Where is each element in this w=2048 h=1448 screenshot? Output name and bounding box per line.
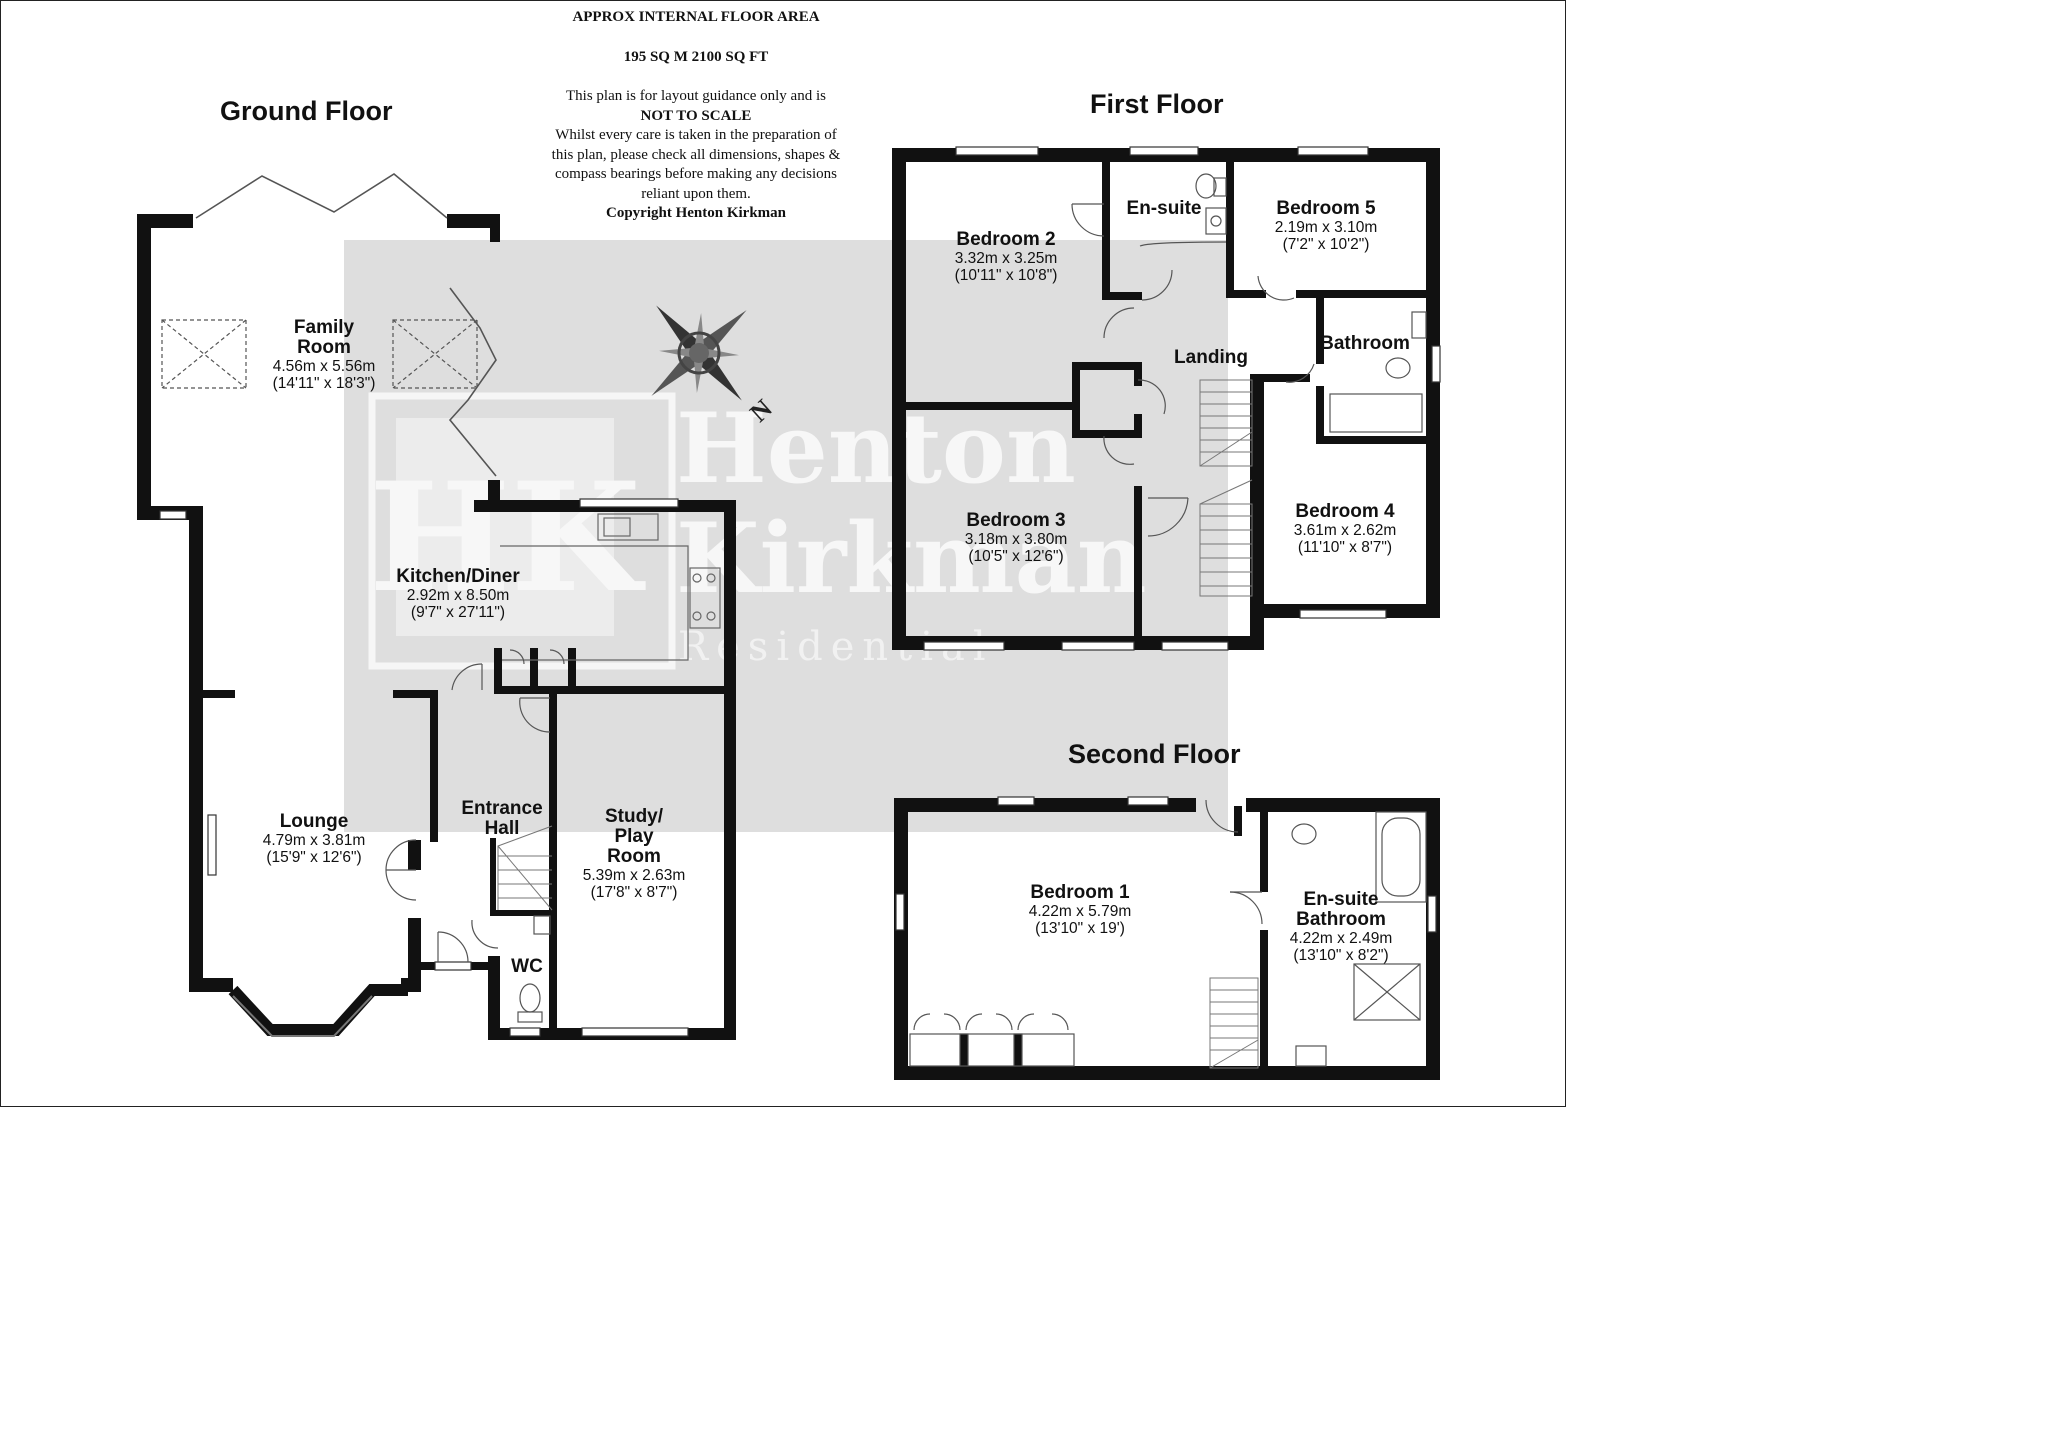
lounge-bay-window (228, 984, 408, 1036)
room-bedroom-1: Bedroom 1 4.22m x 5.79m (13'10" x 19') (1028, 882, 1132, 938)
disclaimer-line-1: This plan is for layout guidance only an… (566, 88, 826, 104)
second-floor-windows (895, 796, 1437, 933)
ground-floor-title: Ground Floor (220, 96, 393, 126)
ground-staircase (497, 825, 553, 911)
first-floor-windows (923, 146, 1441, 651)
room-bedroom-3: Bedroom 3 3.18m x 3.80m (10'5" x 12'6") (964, 510, 1068, 566)
kitchen-worktop (500, 513, 721, 661)
room-bedroom-4: Bedroom 4 3.61m x 2.62m (11'10" x 8'7") (1293, 501, 1397, 557)
room-bedroom-5: Bedroom 5 2.19m x 3.10m (7'2" x 10'2") (1274, 198, 1378, 254)
room-study: Study/ Play Room 5.39m x 2.63m (17'8" x … (582, 806, 686, 902)
area-title: APPROX INTERNAL FLOOR AREA (572, 9, 820, 25)
room-family: Family Room 4.56m x 5.56m (14'11" x 18'3… (272, 317, 376, 393)
watermark-logo-frame (368, 392, 676, 670)
first-floor-bathroom-fittings (1195, 173, 1427, 433)
room-bedroom-2: Bedroom 2 3.32m x 3.25m (10'11" x 10'8") (954, 229, 1058, 285)
not-to-scale: NOT TO SCALE (640, 107, 752, 124)
disclaimer-line-6: reliant upon them. (641, 185, 751, 202)
wc-fittings (517, 915, 551, 1023)
kitchen-folding-door (448, 287, 497, 477)
first-floor-stairs (1199, 379, 1253, 597)
second-floor-doors (1205, 799, 1263, 925)
disclaimer-line-5: compass bearings before making any decis… (554, 166, 837, 182)
room-en-suite-bathroom: En-suite Bathroom 4.22m x 2.49m (13'10" … (1289, 889, 1393, 965)
disclaimer-line-4: this plan, please check all dimensions, … (551, 146, 841, 163)
compass-rose-icon (651, 305, 747, 401)
family-bifold-door (195, 173, 448, 219)
room-bathroom: Bathroom (1320, 333, 1410, 354)
lounge-bay-glazing (232, 995, 373, 1037)
watermark-henton: Henton (676, 392, 1076, 505)
watermark-logo-box (396, 418, 614, 636)
second-floor-stairs (1209, 977, 1259, 1069)
room-en-suite-first: En-suite (1126, 198, 1202, 219)
copyright: Copyright Henton Kirkman (605, 205, 786, 221)
ground-floor-windows (159, 498, 689, 1037)
area-value: 195 SQ M 2100 SQ FT (623, 48, 769, 65)
wardrobes (909, 1013, 1075, 1067)
disclaimer-block: APPROX INTERNAL FLOOR AREA 195 SQ M 2100… (496, 8, 896, 224)
second-floor-title: Second Floor (1068, 739, 1241, 769)
first-floor-doors (1071, 203, 1315, 537)
room-lounge: Lounge 4.79m x 3.81m (15'9" x 12'6") (262, 811, 366, 867)
ground-floor-doors (385, 649, 565, 963)
first-floor-title: First Floor (1090, 89, 1224, 119)
page-border (0, 0, 1566, 1107)
disclaimer-line-3: Whilst every care is taken in the prepar… (555, 127, 837, 143)
room-entrance-hall: Entrance Hall (461, 798, 543, 839)
second-floor-ensuite-fittings (1291, 811, 1427, 1067)
second-floor-walls (894, 798, 1440, 1080)
room-landing: Landing (1174, 347, 1248, 368)
room-kitchen: Kitchen/Diner 2.92m x 8.50m (9'7" x 27'1… (396, 566, 520, 622)
watermark-logo-letters: HK (369, 450, 646, 626)
floor-plan-drawing: HK Henton Kirkman Residential (137, 146, 1441, 1080)
skylights (161, 319, 478, 389)
watermark-kirkman: Kirkman (676, 502, 1147, 615)
room-wc: WC (511, 956, 543, 977)
